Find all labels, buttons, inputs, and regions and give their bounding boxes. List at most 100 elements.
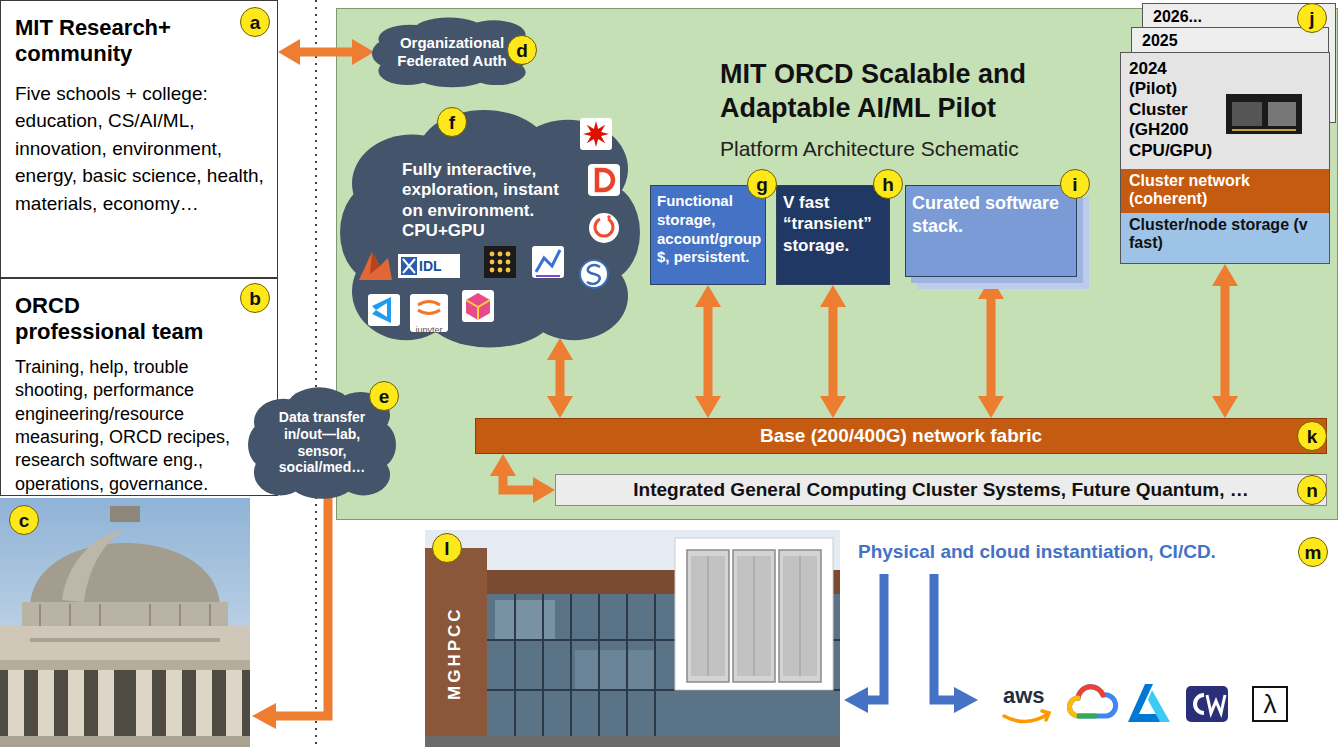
- dome-photo-part-part: [166, 670, 182, 740]
- gh200-chip-image-part: [1232, 102, 1262, 126]
- gh200-chip-image-part: [1232, 129, 1296, 131]
- dots-icon-part-part: [498, 252, 503, 257]
- coreweave-logo-part: [1207, 695, 1225, 713]
- dome-photo-part: [110, 506, 140, 522]
- gh200-chip-image: [1226, 94, 1302, 134]
- mghpcc-building-photo-part-part: [514, 594, 516, 747]
- azure-logo-part: [1128, 684, 1164, 722]
- icon-label: jupyter: [415, 325, 442, 335]
- region-subtitle: Platform Architecture Schematic: [720, 136, 1120, 161]
- dots-icon-part-part: [506, 268, 511, 273]
- mghpcc-building-photo-part-part: [687, 550, 729, 682]
- box-body: Training, help, trouble shooting, perfor…: [15, 356, 265, 496]
- box-text: Functional storage, account/group $, per…: [657, 192, 759, 267]
- cube-icon-part: [462, 290, 494, 322]
- aws-logo-smile-part: [1004, 714, 1048, 722]
- mghpcc-building-photo-part-part: [779, 550, 821, 682]
- dots-icon-part-part: [506, 252, 511, 257]
- idl-icon: [398, 254, 460, 278]
- systems-bar: Integrated General Computing Cluster Sys…: [555, 474, 1327, 506]
- cluster-band: Cluster network (coherent): [1121, 169, 1329, 213]
- chart-icon: [532, 246, 564, 278]
- mghpcc-building-photo-part-part: [570, 594, 572, 747]
- matlab-icon: [359, 252, 392, 280]
- mghpcc-building-photo-part: [487, 594, 840, 747]
- mghpcc-building-photo-part-part: [487, 689, 840, 691]
- callout-circle: l: [432, 533, 462, 563]
- storage-box: V fast “transient” storage.: [776, 185, 890, 285]
- dask-icon-part: [588, 164, 620, 196]
- matlab-icon-part: [359, 252, 392, 280]
- environment-cloud: Fully interactive, exploration, instant …: [340, 105, 640, 350]
- mghpcc-building-photo-part: [425, 736, 840, 747]
- callout-circle: c: [9, 505, 39, 535]
- software-stack-box: Curated software stack.: [905, 185, 1077, 277]
- mathematica-icon-part: [580, 118, 612, 150]
- deploy-arrows-part: [844, 687, 868, 713]
- lambda-logo-box: λ: [1252, 686, 1288, 722]
- coreweave-logo-part: [1195, 695, 1204, 713]
- dots-icon-part: [484, 246, 516, 278]
- mghpcc-building-photo: [425, 530, 840, 747]
- mghpcc-building-photo-part-part: [737, 556, 771, 676]
- dome-photo-part-part: [136, 670, 152, 740]
- dome-photo-part: [30, 543, 220, 606]
- box-heading: ORCD professional team: [15, 293, 210, 346]
- mathematica-icon-part: [583, 121, 609, 147]
- mghpcc-building-photo-part: [425, 530, 840, 747]
- cluster-card: 2024 (Pilot) Cluster (GH200 CPU/GPU)Clus…: [1120, 52, 1330, 264]
- idl-icon-part: [398, 254, 460, 278]
- dome-photo-part-part: [69, 604, 71, 626]
- google-cloud-logo: [1070, 687, 1116, 716]
- callout-circle: k: [1297, 421, 1327, 451]
- cloud-lobe: [340, 183, 412, 281]
- cube-icon-part: [466, 293, 490, 320]
- mghpcc-building-photo-part: [495, 600, 555, 640]
- dome-photo-part-part: [179, 604, 181, 626]
- dome-photo-part-part: [8, 670, 24, 740]
- callout-circle: g: [747, 169, 777, 199]
- mghpcc-building-photo-part-part: [487, 639, 840, 641]
- callout-letter: a: [250, 13, 261, 32]
- platform-region: MIT ORCD Scalable and Adaptable AI/ML Pi…: [336, 8, 1338, 520]
- data-transfer-arrow-part: [274, 494, 328, 716]
- group-box: ORCD professional teamTraining, help, tr…: [0, 278, 278, 496]
- callout-letter: k: [1307, 427, 1318, 446]
- dome-photo-part-part: [39, 604, 41, 626]
- callout-letter: e: [379, 387, 390, 406]
- mghpcc-building-photo-part-part: [542, 594, 544, 747]
- box-heading: MIT Research+ community: [15, 15, 215, 68]
- vscode-icon: [368, 294, 400, 326]
- coreweave-logo-part: [1186, 686, 1228, 722]
- dome-photo-part: [62, 528, 125, 602]
- dome-photo-part: [0, 626, 250, 660]
- group-box: MIT Research+ communityFive schools + co…: [0, 0, 278, 278]
- mghpcc-building-photo-part-part: [626, 594, 628, 747]
- bar-text: Integrated General Computing Cluster Sys…: [633, 479, 1248, 501]
- mghpcc-building-photo-part: [687, 550, 821, 682]
- deploy-arrows-part: [866, 574, 956, 700]
- aws-logo-smile: [1004, 711, 1049, 722]
- deploy-arrows: [844, 574, 978, 713]
- gh200-chip-image-part: [1226, 94, 1302, 134]
- storage-box: Functional storage, account/group $, per…: [650, 185, 766, 285]
- deploy-arrows-part-part: [934, 574, 956, 700]
- divider-dotted: [315, 0, 317, 747]
- callout-letter: i: [1072, 175, 1077, 194]
- dome-photo-part-part: [209, 604, 211, 626]
- bar-text: Base (200/400G) network fabric: [760, 425, 1042, 447]
- dome-photo: [0, 498, 250, 747]
- callout-letter: g: [756, 175, 768, 194]
- jupyter-icon-part: [418, 302, 440, 306]
- pytorch-icon-part: [589, 213, 619, 243]
- mghpcc-building-photo-part-part: [783, 556, 817, 676]
- callout-circle: d: [507, 35, 537, 65]
- matlab-icon-part: [370, 252, 380, 274]
- mghpcc-building-photo-part-part: [654, 594, 656, 747]
- network-bar: Base (200/400G) network fabric: [475, 418, 1327, 454]
- callout-circle: n: [1297, 475, 1327, 505]
- callout-letter: f: [449, 113, 455, 132]
- azure-logo-part: [1148, 690, 1170, 722]
- google-cloud-logo-part: [1070, 687, 1116, 716]
- callout-circle: j: [1297, 3, 1327, 33]
